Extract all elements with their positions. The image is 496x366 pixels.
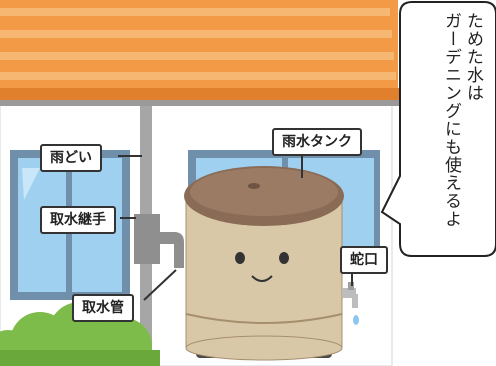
roof-icon <box>0 0 402 106</box>
speech-bubble-line2: ガーデニングにも使えるよ <box>441 12 461 228</box>
speech-bubble-outline <box>380 1 496 257</box>
leader-lines <box>118 152 353 301</box>
rain-tank-icon <box>184 166 344 361</box>
label-rain-tank: 雨水タンク <box>272 128 362 156</box>
speech-bubble-line1: ためた水は <box>463 12 483 102</box>
label-gutter: 雨どい <box>40 144 102 172</box>
speech-bubble-text: ためた水は ガーデニングにも使えるよ <box>418 12 484 248</box>
label-faucet: 蛇口 <box>340 246 388 274</box>
label-intake-joint: 取水継手 <box>40 206 116 234</box>
label-intake-pipe: 取水管 <box>72 294 134 322</box>
bush-icon <box>0 302 160 366</box>
